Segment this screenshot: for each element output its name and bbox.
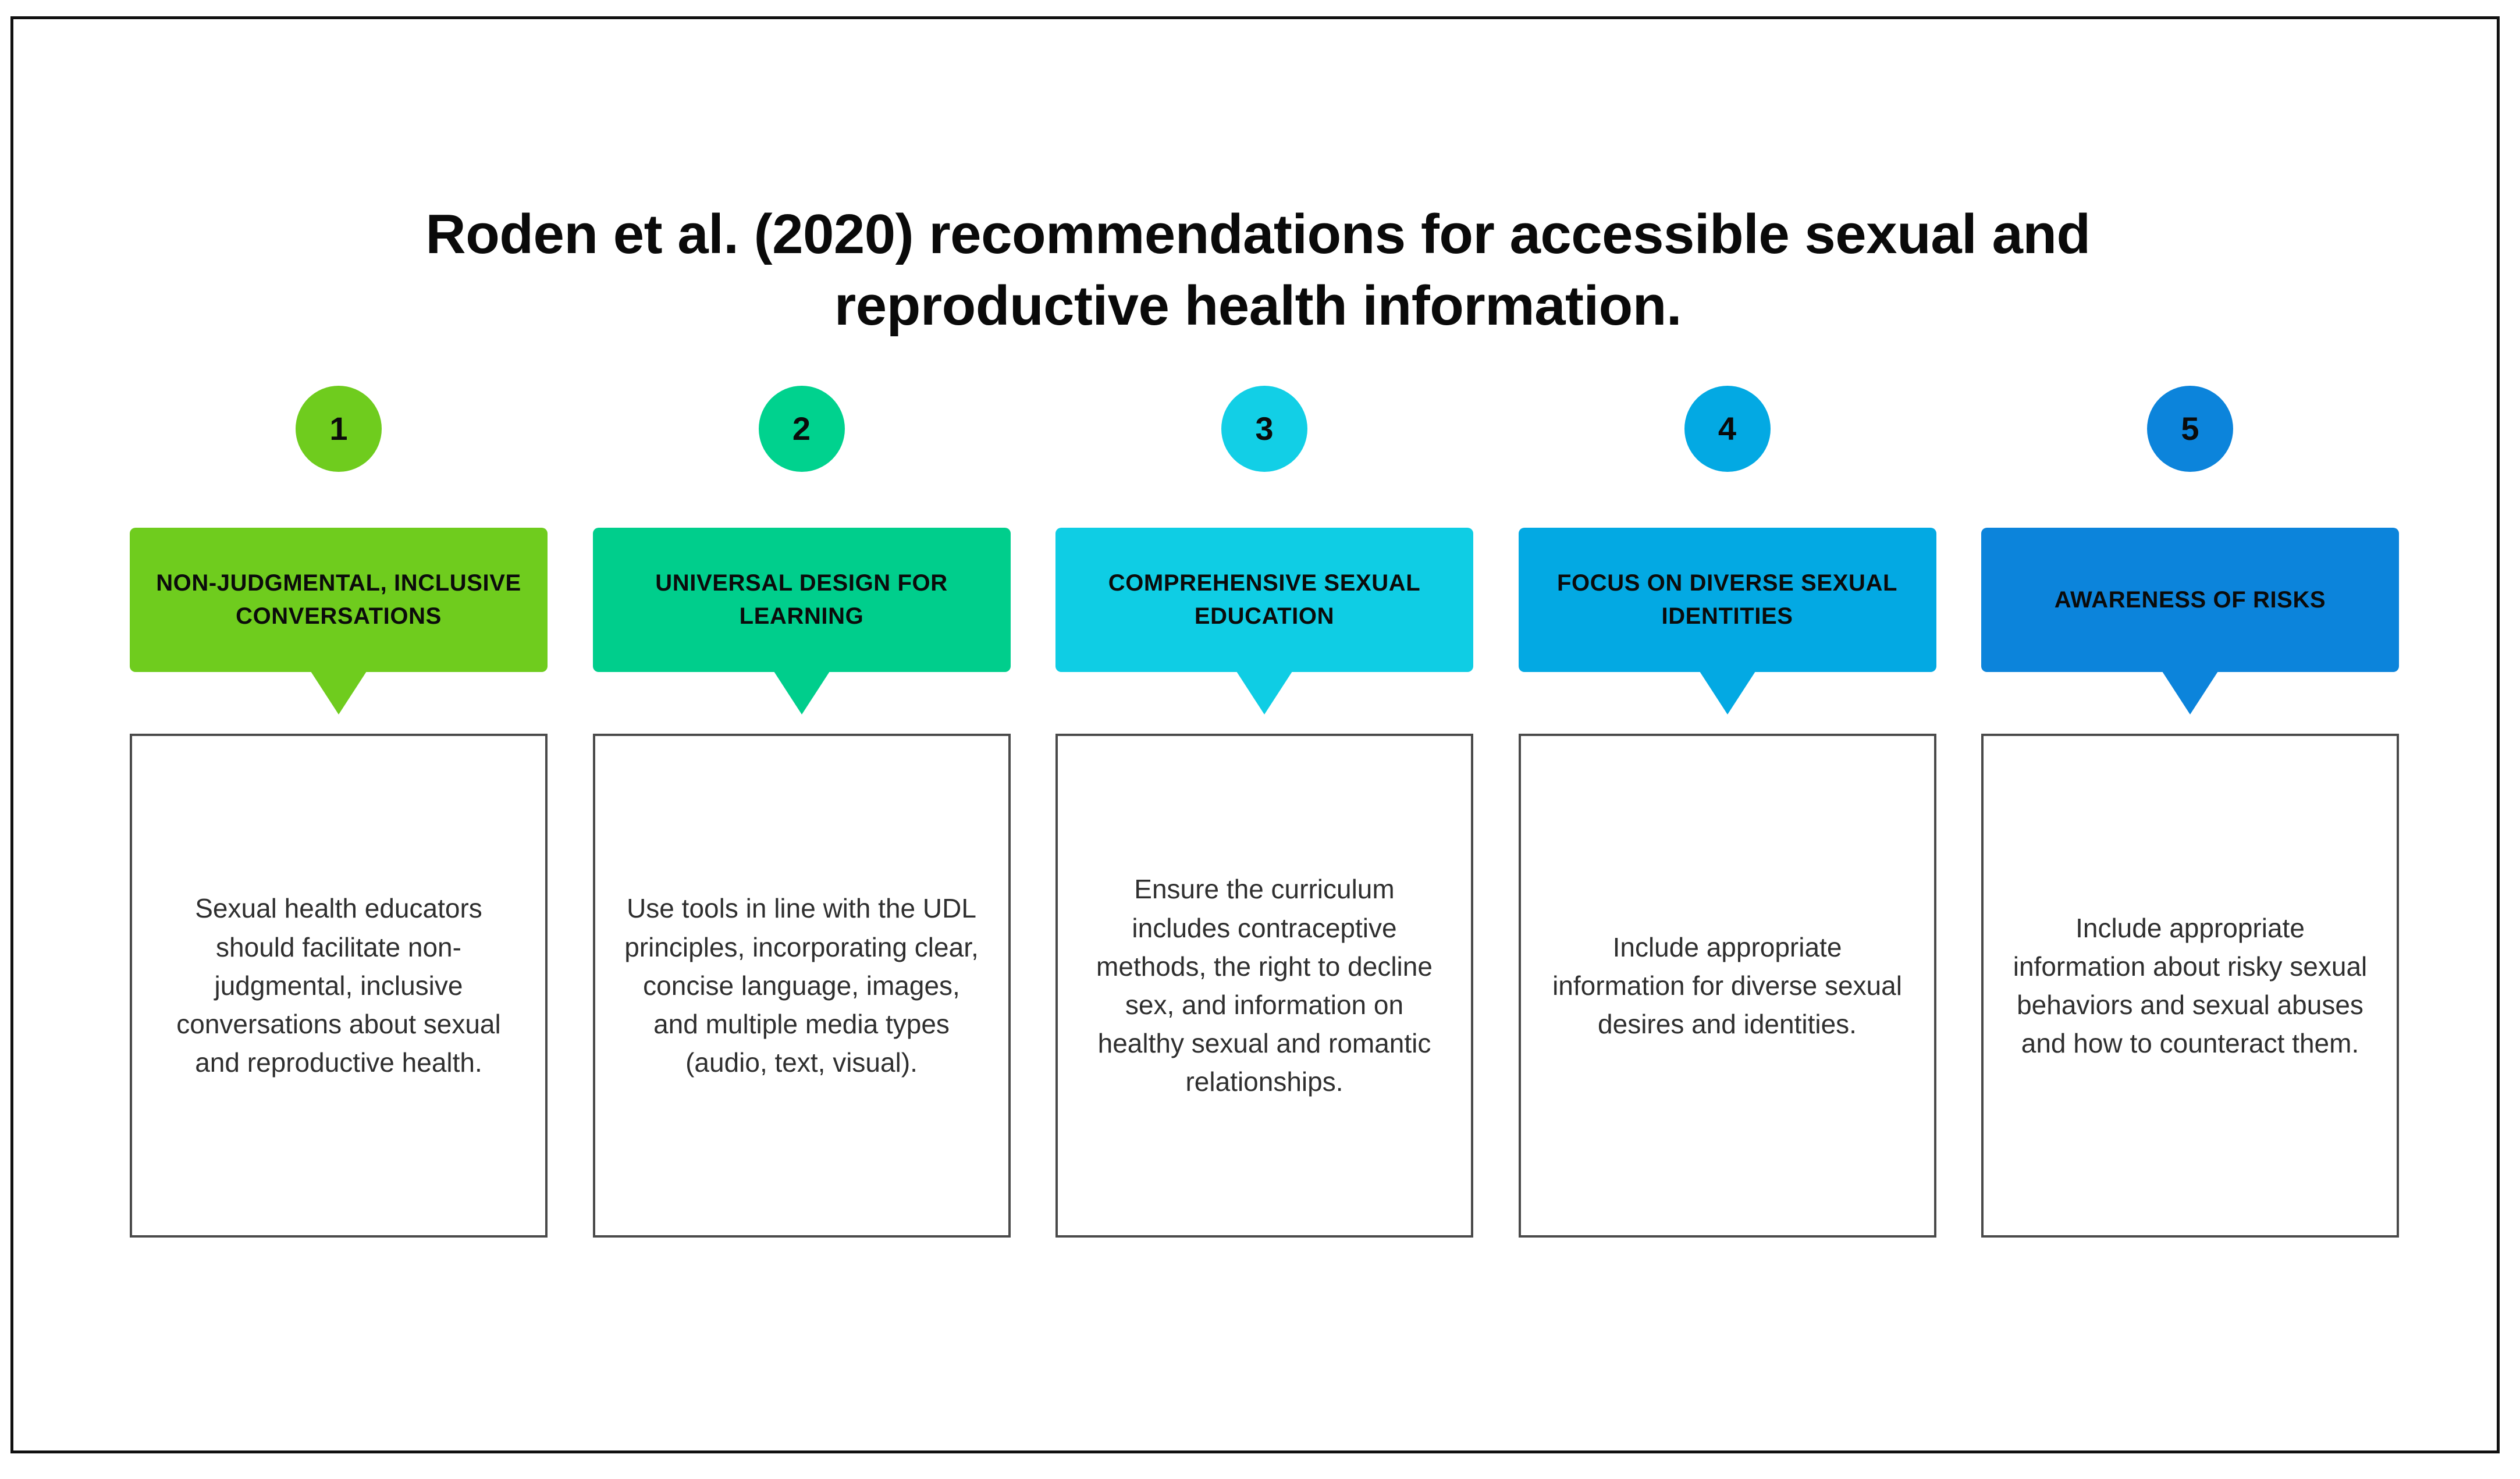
body-text-4: Include appropriate information for dive… bbox=[1552, 932, 1902, 1040]
poster-frame: Roden et al. (2020) recommendations for … bbox=[10, 16, 2500, 1453]
banner-label-2: UNIVERSAL DESIGN FOR LEARNING bbox=[655, 570, 948, 629]
banner-wrap-3: COMPREHENSIVE SEXUAL EDUCATION bbox=[1055, 528, 1473, 714]
banner-wrap-1: NON-JUDGMENTAL, INCLUSIVE CONVERSATIONS bbox=[130, 528, 548, 714]
banner-pointer-icon-2 bbox=[773, 671, 830, 714]
banner-5: AWARENESS OF RISKS bbox=[1981, 528, 2399, 672]
banner-2: UNIVERSAL DESIGN FOR LEARNING bbox=[592, 528, 1011, 672]
recommendation-column-5: 5 AWARENESS OF RISKS Include appropriate… bbox=[1981, 386, 2399, 1238]
body-card-5: Include appropriate information about ri… bbox=[1981, 734, 2399, 1238]
banner-pointer-icon-1 bbox=[311, 671, 367, 714]
step-number-label-1: 1 bbox=[329, 410, 348, 447]
banner-pointer-icon-5 bbox=[2162, 671, 2218, 714]
body-text-3: Ensure the curriculum includes contracep… bbox=[1096, 874, 1433, 1097]
recommendation-column-4: 4 FOCUS ON DIVERSE SEXUAL IDENTITIES Inc… bbox=[1518, 386, 1936, 1238]
body-text-2: Use tools in line with the UDL principle… bbox=[624, 893, 979, 1078]
banner-1: NON-JUDGMENTAL, INCLUSIVE CONVERSATIONS bbox=[130, 528, 548, 672]
banner-wrap-2: UNIVERSAL DESIGN FOR LEARNING bbox=[592, 528, 1011, 714]
banner-label-4: FOCUS ON DIVERSE SEXUAL IDENTITIES bbox=[1557, 570, 1897, 629]
body-card-1: Sexual health educators should facilitat… bbox=[130, 734, 548, 1238]
step-number-circle-2: 2 bbox=[758, 386, 845, 472]
banner-wrap-4: FOCUS ON DIVERSE SEXUAL IDENTITIES bbox=[1518, 528, 1936, 714]
step-number-label-3: 3 bbox=[1255, 410, 1274, 447]
banner-label-5: AWARENESS OF RISKS bbox=[2054, 586, 2326, 613]
recommendation-column-2: 2 UNIVERSAL DESIGN FOR LEARNING Use tool… bbox=[592, 386, 1011, 1238]
body-text-1: Sexual health educators should facilitat… bbox=[176, 893, 501, 1078]
step-number-label-4: 4 bbox=[1718, 410, 1737, 447]
banner-label-3: COMPREHENSIVE SEXUAL EDUCATION bbox=[1108, 570, 1421, 629]
body-text-5: Include appropriate information about ri… bbox=[2013, 912, 2368, 1059]
step-number-circle-4: 4 bbox=[1684, 386, 1771, 472]
step-number-circle-5: 5 bbox=[2147, 386, 2233, 472]
step-number-circle-3: 3 bbox=[1221, 386, 1307, 472]
body-card-3: Ensure the curriculum includes contracep… bbox=[1055, 734, 1473, 1238]
step-number-circle-1: 1 bbox=[296, 386, 382, 472]
banner-pointer-icon-4 bbox=[1699, 671, 1755, 714]
step-number-label-2: 2 bbox=[792, 410, 811, 447]
banner-label-1: NON-JUDGMENTAL, INCLUSIVE CONVERSATIONS bbox=[156, 570, 521, 629]
recommendation-columns: 1 NON-JUDGMENTAL, INCLUSIVE CONVERSATION… bbox=[130, 386, 2399, 1238]
step-number-label-5: 5 bbox=[2181, 410, 2199, 447]
body-card-4: Include appropriate information for dive… bbox=[1518, 734, 1936, 1238]
banner-4: FOCUS ON DIVERSE SEXUAL IDENTITIES bbox=[1518, 528, 1936, 672]
banner-3: COMPREHENSIVE SEXUAL EDUCATION bbox=[1055, 528, 1473, 672]
page-title: Roden et al. (2020) recommendations for … bbox=[425, 203, 2091, 337]
banner-wrap-5: AWARENESS OF RISKS bbox=[1981, 528, 2399, 714]
recommendation-column-3: 3 COMPREHENSIVE SEXUAL EDUCATION Ensure … bbox=[1055, 386, 1473, 1238]
recommendation-column-1: 1 NON-JUDGMENTAL, INCLUSIVE CONVERSATION… bbox=[130, 386, 548, 1238]
body-card-2: Use tools in line with the UDL principle… bbox=[592, 734, 1011, 1238]
banner-pointer-icon-3 bbox=[1236, 671, 1292, 714]
